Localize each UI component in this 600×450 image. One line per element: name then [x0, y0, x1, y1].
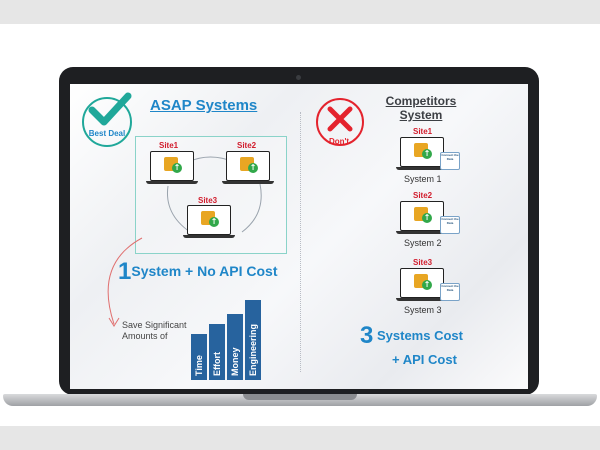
center-divider	[300, 112, 301, 372]
best-deal-badge	[82, 97, 132, 147]
checkmark-icon	[88, 92, 132, 126]
upload-icon: ↑	[209, 217, 219, 227]
api-cost: + API Cost	[392, 352, 457, 367]
asap-site1-laptop: ↑	[146, 151, 198, 185]
laptop-base	[3, 394, 597, 406]
bar-time	[191, 334, 207, 380]
connect-data-icon: Connect the Data	[440, 216, 460, 234]
comp-site1-label: Site1	[413, 127, 433, 136]
save-text-label: Save Significant Amounts of	[122, 320, 187, 341]
asap-site1-label: Site1	[159, 141, 179, 150]
comp-system1-caption: System 1	[404, 174, 442, 184]
bar-engineering-label: Engineering	[248, 323, 258, 376]
competitors-title: Competitors System	[385, 94, 457, 122]
laptop-base-notch	[243, 394, 357, 400]
bar-money-label: Money	[230, 347, 240, 376]
bottom-band	[0, 426, 600, 450]
red-curve-arrow	[107, 237, 143, 327]
connect-data-icon: Connect the Data	[440, 283, 460, 301]
camera-dot	[296, 75, 301, 80]
dont-label: Don't	[328, 137, 350, 146]
upload-icon: ↑	[422, 149, 432, 159]
save-text: Save Significant Amounts of	[122, 320, 212, 342]
bar-engineering	[245, 300, 261, 380]
three-systems-cost: 3 Systems Cost	[360, 322, 463, 349]
asap-site2-label: Site2	[237, 141, 257, 150]
upload-icon: ↑	[422, 213, 432, 223]
bar-effort	[209, 324, 225, 380]
laptop-screen: Best Deal ASAP Systems Site1 ↑ Site2 ↑ S…	[70, 84, 528, 389]
asap-site3-label: Site3	[198, 196, 218, 205]
comp-site2-laptop: ↑	[396, 201, 448, 235]
one-system-headline: 1System + No API Cost	[118, 258, 278, 285]
comp-site3-laptop: ↑	[396, 268, 448, 302]
comp-site2-label: Site2	[413, 191, 433, 200]
bar-effort-label: Effort	[212, 352, 222, 376]
asap-site3-laptop: ↑	[183, 205, 235, 239]
comp-system2-caption: System 2	[404, 238, 442, 248]
bar-time-label: Time	[194, 355, 204, 376]
upload-icon: ↑	[248, 163, 258, 173]
upload-icon: ↑	[422, 280, 432, 290]
best-deal-label: Best Deal	[88, 129, 126, 138]
upload-icon: ↑	[172, 163, 182, 173]
asap-site2-laptop: ↑	[222, 151, 274, 185]
bar-money	[227, 314, 243, 380]
asap-title: ASAP Systems	[150, 97, 258, 114]
comp-site1-laptop: ↑	[396, 137, 448, 171]
connect-data-icon: Connect the Data	[440, 152, 460, 170]
top-band	[0, 0, 600, 24]
x-icon	[327, 106, 353, 132]
comp-system3-caption: System 3	[404, 305, 442, 315]
comp-site3-label: Site3	[413, 258, 433, 267]
dont-badge	[316, 98, 364, 146]
